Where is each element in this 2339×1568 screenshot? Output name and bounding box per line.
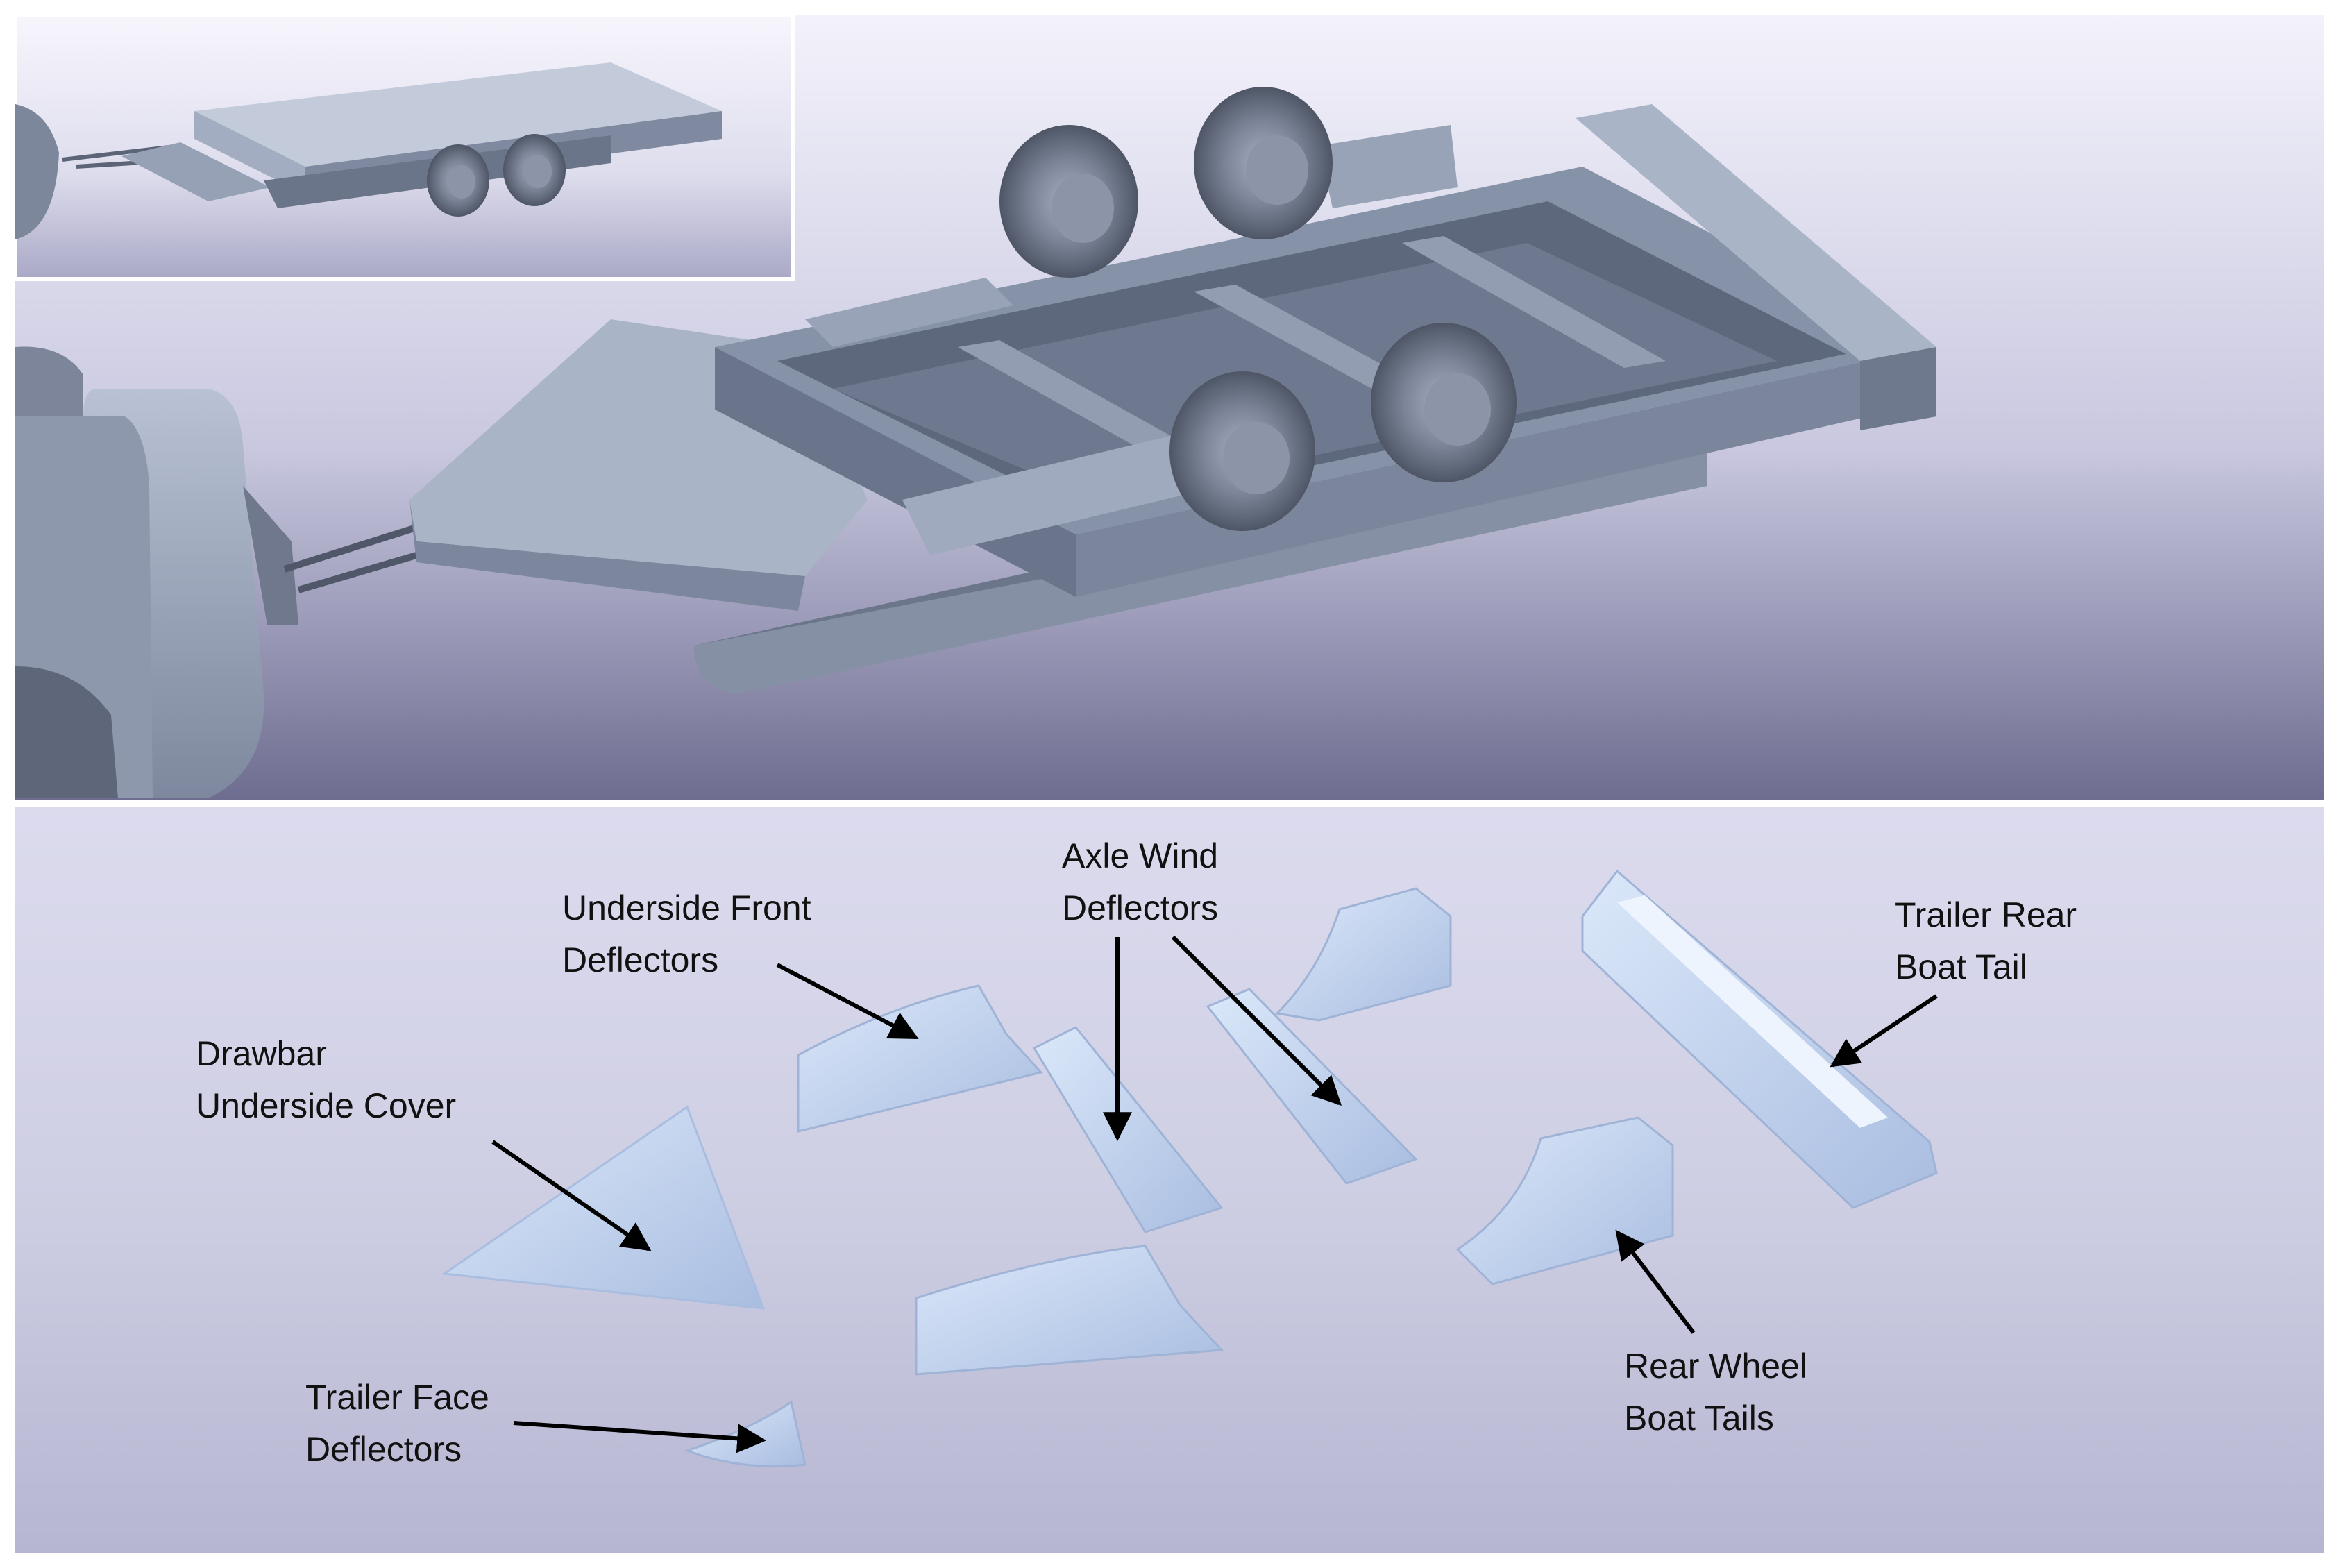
trailer-wheels bbox=[999, 87, 1517, 531]
trailer-body bbox=[409, 104, 1936, 694]
top-render-panel bbox=[13, 13, 2324, 800]
label-drawbar-line2: Underside Cover bbox=[196, 1086, 456, 1125]
underside-front-deflector-upper bbox=[797, 984, 1043, 1133]
arrow-axle-wind-right bbox=[1171, 935, 1342, 1106]
trailer-rear-boat-tail-part bbox=[1581, 869, 1938, 1209]
label-trailer-face-line2: Deflectors bbox=[305, 1430, 462, 1469]
rear-wheel-boat-tail-upper bbox=[1274, 887, 1452, 1022]
part-labels: Underside Front Deflectors Axle Wind Def… bbox=[196, 836, 2077, 1469]
rear-boat-tail-inner bbox=[1617, 895, 1888, 1128]
arrow-drawbar-cover bbox=[491, 1140, 652, 1251]
label-underside-front-line2: Deflectors bbox=[562, 941, 718, 979]
tow-vehicle bbox=[15, 346, 298, 798]
bottom-exploded-panel: Underside Front Deflectors Axle Wind Def… bbox=[15, 807, 2324, 1553]
panel-divider bbox=[15, 800, 2324, 807]
arrow-trailer-rear bbox=[1830, 994, 1938, 1068]
label-trailer-rear-line1: Trailer Rear bbox=[1895, 895, 2077, 934]
label-underside-front-line1: Underside Front bbox=[562, 888, 811, 927]
label-trailer-rear-line2: Boat Tail bbox=[1895, 947, 2027, 986]
label-rear-wheel-line2: Boat Tails bbox=[1624, 1399, 1774, 1438]
label-drawbar-line1: Drawbar bbox=[196, 1034, 327, 1073]
inset-standard-trailer bbox=[13, 13, 795, 281]
arrow-trailer-face bbox=[513, 1421, 767, 1453]
arrow-rear-wheel bbox=[1615, 1229, 1696, 1334]
callout-arrows bbox=[491, 935, 1938, 1453]
underside-front-deflector-lower bbox=[915, 1245, 1224, 1376]
label-rear-wheel-line1: Rear Wheel bbox=[1624, 1347, 1807, 1385]
label-axle-wind-line2: Deflectors bbox=[1062, 888, 1218, 927]
arrow-underside-front bbox=[776, 963, 919, 1040]
label-axle-wind-line1: Axle Wind bbox=[1062, 836, 1218, 875]
label-trailer-face-line1: Trailer Face bbox=[305, 1378, 489, 1417]
